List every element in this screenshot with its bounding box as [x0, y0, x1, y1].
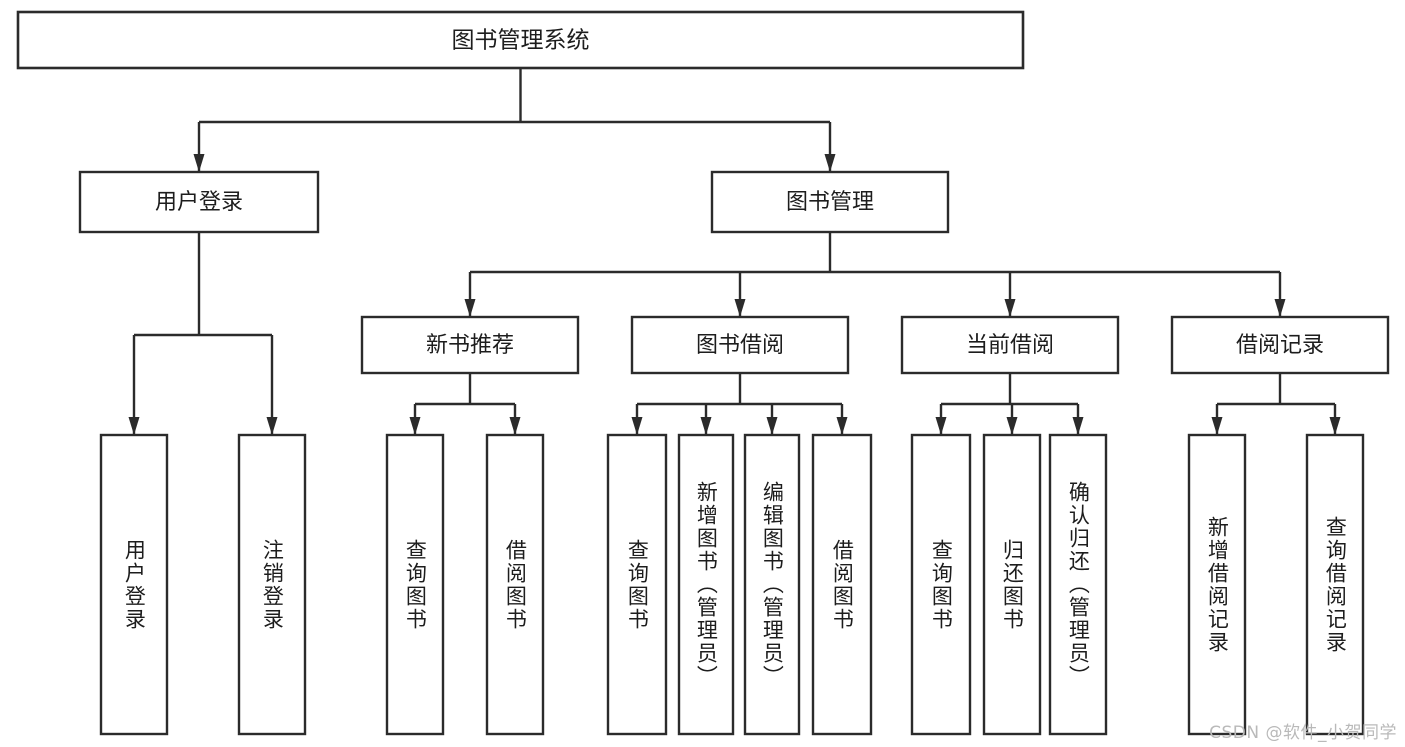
leaf-box-leaf-user-login [99, 433, 169, 736]
leaf-node-leaf-logout[interactable] [237, 433, 307, 736]
node-box-new-book-recommend [360, 315, 580, 375]
arrowhead-leaf-borrow-book-2 [836, 417, 848, 435]
leaf-box-leaf-query-book-3 [910, 433, 972, 736]
node-current-borrow[interactable]: 当前借阅 [900, 315, 1120, 375]
arrowhead-current-borrow [1004, 299, 1016, 317]
node-label-root: 图书管理系统 [452, 28, 590, 54]
connector-layer [128, 68, 1341, 435]
node-box-current-borrow [900, 315, 1120, 375]
arrowhead-leaf-add-book [700, 417, 712, 435]
arrowhead-leaf-add-record [1211, 417, 1223, 435]
node-label-book-management: 图书管理 [786, 190, 874, 215]
leaf-box-leaf-borrow-book-2 [811, 433, 873, 736]
node-box-borrow-record [1170, 315, 1390, 375]
leaf-node-leaf-borrow-book-1[interactable] [485, 433, 545, 736]
arrowhead-user-login [193, 154, 205, 172]
node-borrow-record[interactable]: 借阅记录 [1170, 315, 1390, 375]
node-box-user-login [78, 170, 320, 234]
arrowhead-leaf-query-book-1 [409, 417, 421, 435]
leaf-box-leaf-query-record [1305, 433, 1365, 736]
leaf-box-leaf-query-book-2 [606, 433, 668, 736]
leaf-box-leaf-add-record [1187, 433, 1247, 736]
arrowhead-leaf-user-login [128, 417, 140, 435]
arrowhead-leaf-query-record [1329, 417, 1341, 435]
leaf-node-leaf-query-book-1[interactable] [385, 433, 445, 736]
arrowhead-book-management [824, 154, 836, 172]
node-box-root [16, 10, 1025, 70]
leaf-node-leaf-confirm-return[interactable] [1048, 433, 1108, 736]
node-box-book-management [710, 170, 950, 234]
node-label-user-login: 用户登录 [155, 190, 243, 215]
leaf-node-leaf-query-record[interactable] [1305, 433, 1365, 736]
leaf-box-leaf-logout [237, 433, 307, 736]
arrowhead-new-book-recommend [464, 299, 476, 317]
arrowhead-leaf-edit-book [766, 417, 778, 435]
arrowhead-leaf-borrow-book-1 [509, 417, 521, 435]
node-book-borrow[interactable]: 图书借阅 [630, 315, 850, 375]
node-new-book-recommend[interactable]: 新书推荐 [360, 315, 580, 375]
arrowhead-leaf-query-book-2 [631, 417, 643, 435]
leaf-box-leaf-edit-book [743, 433, 801, 736]
leaf-node-leaf-borrow-book-2[interactable] [811, 433, 873, 736]
node-label-new-book-recommend: 新书推荐 [426, 333, 514, 358]
leaf-box-leaf-add-book [677, 433, 735, 736]
arrowhead-leaf-confirm-return [1072, 417, 1084, 435]
arrowhead-book-borrow [734, 299, 746, 317]
leaf-node-leaf-add-book[interactable] [677, 433, 735, 736]
leaf-node-leaf-user-login[interactable] [99, 433, 169, 736]
arrowhead-borrow-record [1274, 299, 1286, 317]
arrowhead-leaf-return-book [1006, 417, 1018, 435]
node-label-borrow-record: 借阅记录 [1236, 333, 1324, 358]
leaf-box-leaf-query-book-1 [385, 433, 445, 736]
node-root[interactable]: 图书管理系统 [16, 10, 1025, 70]
leaf-node-leaf-query-book-2[interactable] [606, 433, 668, 736]
arrowhead-leaf-logout [266, 417, 278, 435]
leaf-node-leaf-add-record[interactable] [1187, 433, 1247, 736]
leaf-node-leaf-query-book-3[interactable] [910, 433, 972, 736]
leaf-node-leaf-edit-book[interactable] [743, 433, 801, 736]
node-label-current-borrow: 当前借阅 [966, 333, 1054, 358]
node-label-book-borrow: 图书借阅 [696, 333, 784, 358]
arrowhead-leaf-query-book-3 [935, 417, 947, 435]
watermark-text: CSDN @软件_小贺同学 [1209, 723, 1397, 743]
leaf-box-leaf-borrow-book-1 [485, 433, 545, 736]
node-book-management[interactable]: 图书管理 [710, 170, 950, 234]
leaf-node-leaf-return-book[interactable] [982, 433, 1042, 736]
leaf-box-leaf-return-book [982, 433, 1042, 736]
leaf-box-leaf-confirm-return [1048, 433, 1108, 736]
node-user-login[interactable]: 用户登录 [78, 170, 320, 234]
node-box-book-borrow [630, 315, 850, 375]
